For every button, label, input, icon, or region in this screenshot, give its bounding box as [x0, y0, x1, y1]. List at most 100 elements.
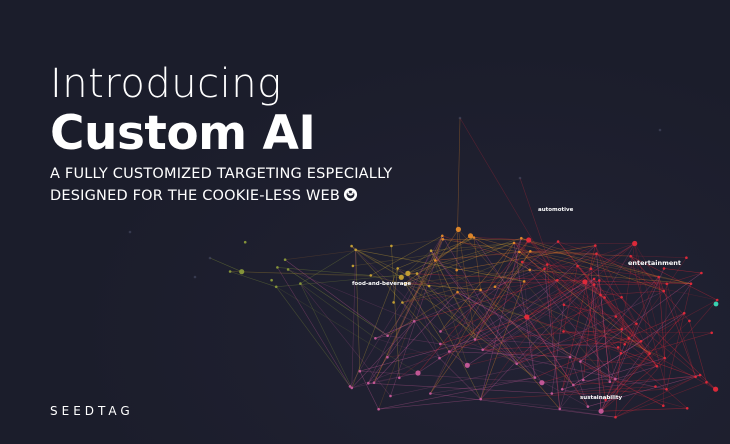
network-edge [530, 251, 597, 254]
network-edge [435, 235, 471, 261]
network-edge [519, 251, 650, 354]
network-edge [373, 235, 443, 383]
network-edge [663, 268, 702, 274]
network-edge [593, 243, 635, 280]
network-node [405, 270, 411, 276]
network-edge [630, 255, 718, 301]
network-edge [609, 344, 625, 382]
network-edge [526, 243, 635, 318]
network-edge [407, 273, 558, 281]
network-edge [397, 268, 517, 365]
network-node [698, 373, 702, 377]
network-node [595, 252, 598, 255]
network-node [351, 264, 355, 268]
network-edge [456, 117, 461, 271]
network-edge [480, 265, 578, 400]
network-edge [470, 235, 530, 271]
network-edge [559, 280, 600, 409]
network-edge [435, 251, 520, 261]
network-node [556, 278, 559, 282]
network-edge [522, 261, 658, 367]
network-edge [430, 251, 531, 394]
network-edge [402, 279, 558, 303]
network-node [433, 259, 437, 262]
network-edge [230, 271, 402, 278]
network-edge [541, 378, 616, 383]
network-edge [393, 268, 398, 303]
network-edge [351, 249, 356, 388]
intro-heading: Introducing [50, 61, 282, 107]
network-edge [368, 321, 415, 384]
network-edge [573, 312, 685, 386]
network-edge [378, 377, 535, 410]
network-node [518, 250, 521, 254]
network-edge [658, 276, 696, 377]
network-edge [355, 249, 525, 282]
network-node [392, 301, 395, 304]
network-edge [404, 283, 536, 378]
network-edge [590, 268, 602, 412]
network-node [518, 176, 522, 180]
network-edge [521, 237, 664, 292]
network-edge [524, 243, 635, 282]
network-edge [595, 245, 630, 339]
network-edge [521, 237, 664, 292]
network-edge [457, 291, 616, 380]
network-edge [387, 229, 459, 336]
network-edge [435, 245, 596, 261]
network-edge [557, 241, 605, 298]
network-node [193, 275, 197, 279]
smiley-face-icon [343, 187, 358, 202]
network-node [528, 268, 532, 272]
network-edge [526, 316, 589, 407]
network-edge [373, 239, 444, 383]
network-edge [300, 283, 391, 397]
network-node [662, 289, 666, 293]
network-edge [519, 177, 565, 305]
page-title: Custom AI [50, 106, 316, 161]
network-node [568, 355, 572, 359]
network-edge [431, 242, 515, 251]
network-edge [300, 283, 353, 389]
network-edge [440, 316, 527, 345]
network-node [350, 244, 353, 248]
network-node [576, 264, 579, 268]
network-node [458, 116, 462, 120]
network-edge [513, 242, 642, 342]
network-edge [534, 312, 685, 378]
network-node [529, 250, 532, 253]
network-edge [435, 260, 525, 282]
network-edge [630, 256, 667, 390]
network-edge [528, 239, 619, 348]
network-edge [594, 283, 667, 285]
network-edge [285, 239, 443, 260]
network-edge [359, 370, 542, 383]
network-node [515, 362, 518, 366]
network-edge [600, 268, 665, 412]
network-edge [634, 243, 665, 359]
network-node [662, 267, 666, 270]
network-node [367, 381, 370, 385]
network-edge [593, 278, 602, 412]
network-edge [482, 349, 667, 390]
network-node [635, 322, 638, 326]
network-edge [457, 292, 561, 410]
network-edge [666, 283, 696, 377]
network-node [582, 378, 585, 382]
network-node [403, 282, 407, 285]
network-edge [557, 279, 665, 359]
network-edge [275, 286, 351, 387]
network-edge [375, 338, 440, 359]
network-edge [522, 261, 622, 298]
network-edge [430, 289, 481, 394]
network-edge [551, 386, 656, 394]
network-edge [404, 269, 530, 284]
network-edge [378, 235, 443, 410]
network-edge [516, 328, 622, 365]
network-node [685, 407, 689, 410]
network-edge [526, 316, 696, 378]
network-node [586, 405, 590, 408]
network-edge [601, 408, 688, 412]
